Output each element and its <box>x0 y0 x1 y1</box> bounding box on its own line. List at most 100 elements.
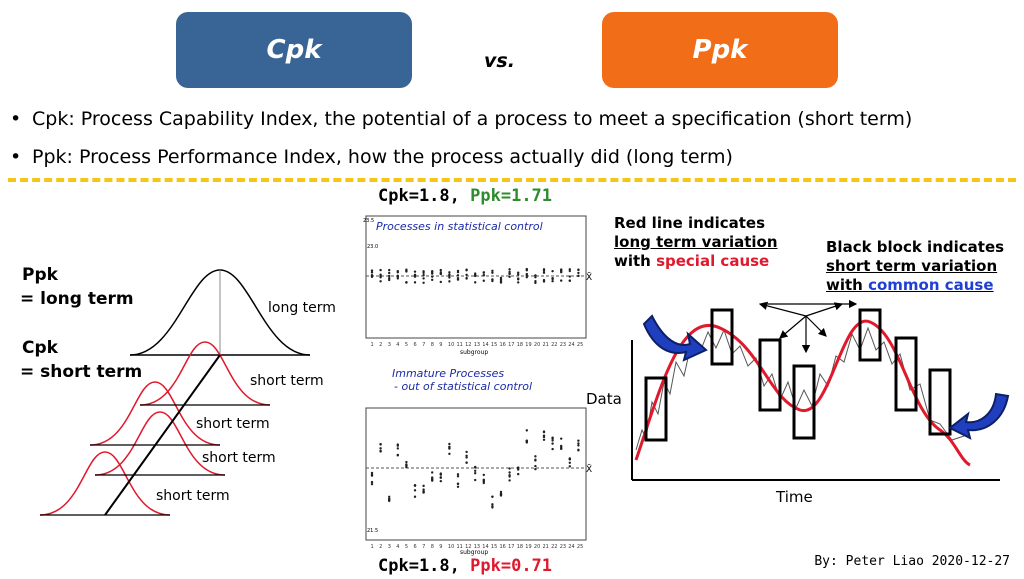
svg-text:11: 11 <box>457 342 463 348</box>
short-term-label-4: short term <box>156 488 230 504</box>
ppk-long-term-label: = long term <box>20 289 134 309</box>
top-cpk-value: Cpk=1.8, <box>378 186 460 206</box>
top-ppk-value: Ppk=1.71 <box>470 186 553 206</box>
svg-text:4: 4 <box>396 342 399 348</box>
x-axis-label: Time <box>775 488 813 506</box>
top-caption: Cpk=1.8, Ppk=1.71 <box>378 186 552 206</box>
svg-text:11: 11 <box>457 544 463 550</box>
bullet-cpk-text: Cpk: Process Capability Index, the poten… <box>32 108 913 130</box>
svg-text:19: 19 <box>525 544 531 550</box>
svg-text:2: 2 <box>379 342 382 348</box>
svg-text:17: 17 <box>508 342 514 348</box>
ytick-top-hi: 23.5 <box>363 218 374 224</box>
svg-text:17: 17 <box>508 544 514 550</box>
svg-text:5: 5 <box>405 544 408 550</box>
svg-text:2: 2 <box>379 544 382 550</box>
svg-text:10: 10 <box>448 544 454 550</box>
out-of-control-title-1: Immature Processes <box>392 367 505 380</box>
svg-text:23: 23 <box>560 342 566 348</box>
short-term-label-3: short term <box>202 450 276 466</box>
svg-text:9: 9 <box>439 544 442 550</box>
svg-text:9: 9 <box>439 342 442 348</box>
svg-text:7: 7 <box>422 342 425 348</box>
blue-arrow-right-icon <box>948 392 1010 440</box>
svg-text:4: 4 <box>396 544 399 550</box>
svg-text:21: 21 <box>543 544 549 550</box>
svg-text:25: 25 <box>577 544 583 550</box>
svg-text:23: 23 <box>560 544 566 550</box>
special-cause-text: special cause <box>656 252 770 270</box>
svg-text:18: 18 <box>517 342 523 348</box>
black-note-line-2: short term variation <box>826 257 998 275</box>
short-term-label-2: short term <box>196 416 270 432</box>
byline: By: Peter Liao 2020-12-27 <box>814 554 1010 569</box>
ppk-label: Ppk <box>22 265 58 285</box>
svg-text:24: 24 <box>568 342 574 348</box>
svg-text:13: 13 <box>474 342 480 348</box>
time-series-diagram: Data Time <box>586 299 1010 506</box>
svg-text:21: 21 <box>543 342 549 348</box>
red-line-note: Red line indicates long term variation w… <box>614 214 778 271</box>
svg-text:20: 20 <box>534 342 540 348</box>
svg-text:25: 25 <box>577 342 583 348</box>
black-note-line-3: with common cause <box>826 276 994 294</box>
svg-text:1: 1 <box>371 544 374 550</box>
svg-text:14: 14 <box>482 342 488 348</box>
svg-text:3: 3 <box>388 544 391 550</box>
svg-text:7: 7 <box>422 544 425 550</box>
top-xbar-label: X̄ <box>586 271 592 283</box>
cpk-label: Cpk <box>22 338 58 358</box>
svg-text:12: 12 <box>465 544 471 550</box>
svg-text:12: 12 <box>465 342 471 348</box>
red-note-line-2: long term variation <box>614 233 778 251</box>
svg-text:15: 15 <box>491 342 497 348</box>
svg-text:6: 6 <box>414 342 417 348</box>
svg-text:8: 8 <box>431 544 434 550</box>
svg-text:8: 8 <box>431 342 434 348</box>
common-cause-text: common cause <box>868 276 994 294</box>
short-term-label-1: short term <box>250 373 324 389</box>
bell-curve-diagram <box>39 269 311 516</box>
cpk-short-term-label: = short term <box>20 362 143 382</box>
svg-text:24: 24 <box>568 544 574 550</box>
bullet-ppk-text: Ppk: Process Performance Index, how the … <box>32 146 733 168</box>
svg-text:16: 16 <box>500 544 506 550</box>
ppk-header-box: Ppk <box>602 12 838 88</box>
cpk-header-box: Cpk <box>176 12 412 88</box>
svg-text:15: 15 <box>491 544 497 550</box>
y-axis-label: Data <box>586 390 622 408</box>
red-note-line-1: Red line indicates <box>614 214 766 232</box>
long-term-label: long term <box>268 300 336 316</box>
svg-text:22: 22 <box>551 342 557 348</box>
black-note-line-1: Black block indicates <box>826 238 1005 256</box>
svg-text:6: 6 <box>414 544 417 550</box>
ytick-top-mid: 23.0 <box>367 244 378 250</box>
blue-arrow-left-icon <box>642 314 708 362</box>
in-control-title: Processes in statistical control <box>376 220 543 233</box>
bottom-subgroup-label: subgroup <box>460 549 488 556</box>
dashed-divider <box>8 178 1016 182</box>
ytick-bottom-lo: 21.5 <box>367 528 378 534</box>
svg-text:5: 5 <box>405 342 408 348</box>
red-note-line-3: with special cause <box>614 252 770 270</box>
svg-text:3: 3 <box>388 342 391 348</box>
svg-text:13: 13 <box>474 544 480 550</box>
svg-text:18: 18 <box>517 544 523 550</box>
black-block-note: Black block indicates short term variati… <box>826 238 1004 295</box>
svg-text:10: 10 <box>448 342 454 348</box>
bottom-caption: Cpk=1.8, Ppk=0.71 <box>378 556 552 576</box>
bottom-cpk-value: Cpk=1.8, <box>378 556 460 576</box>
svg-text:1: 1 <box>371 342 374 348</box>
svg-text:22: 22 <box>551 544 557 550</box>
vs-label: vs. <box>484 50 515 72</box>
svg-text:16: 16 <box>500 342 506 348</box>
out-of-control-title-2: - out of statistical control <box>394 380 533 393</box>
svg-text:20: 20 <box>534 544 540 550</box>
svg-text:14: 14 <box>482 544 488 550</box>
top-subgroup-label: subgroup <box>460 349 488 356</box>
bullet-ppk: •Ppk: Process Performance Index, how the… <box>10 146 733 168</box>
